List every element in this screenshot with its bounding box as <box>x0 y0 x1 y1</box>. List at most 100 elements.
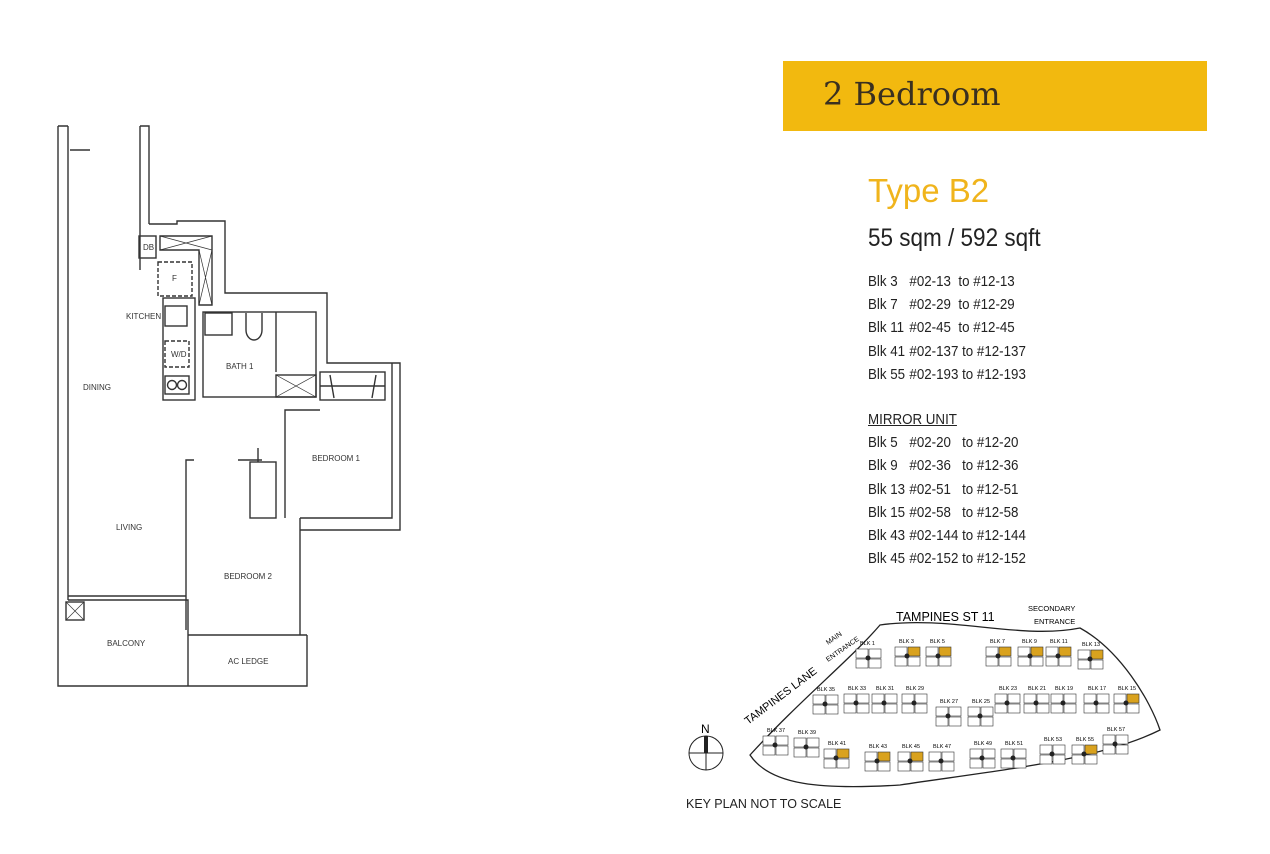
room-label-ac-ledge: AC LEDGE <box>228 657 268 666</box>
block-unit <box>825 694 839 705</box>
bedroom-type-banner: 2 Bedroom <box>783 61 1207 131</box>
blk: Blk 13 <box>868 481 906 498</box>
block-unit <box>969 748 983 759</box>
road-tampines-st-11: TAMPINES ST 11 <box>896 610 995 624</box>
block-label: BLK 35 <box>817 687 835 693</box>
block-label: BLK 27 <box>940 699 958 705</box>
key-plan-block: BLK 7 <box>985 639 1012 667</box>
key-plan-block: BLK 53 <box>1039 737 1066 765</box>
from: #02-58 <box>909 504 951 521</box>
to: to #12-36 <box>962 458 1019 475</box>
block-unit <box>894 656 908 667</box>
block-unit <box>914 693 928 704</box>
to: to #12-51 <box>962 481 1019 498</box>
room-label-wd: W/D <box>171 350 187 359</box>
key-plan-block: BLK 43 <box>864 744 891 772</box>
from: #02-51 <box>909 481 951 498</box>
block-unit <box>897 751 911 762</box>
block-unit <box>1084 744 1098 755</box>
block-unit <box>998 656 1012 667</box>
block-unit <box>1083 703 1097 714</box>
block-core <box>833 755 839 761</box>
block-unit <box>935 716 949 727</box>
block-unit <box>948 716 962 727</box>
block-unit <box>910 751 924 762</box>
block-core <box>904 653 910 659</box>
block-label: BLK 57 <box>1107 727 1125 733</box>
block-label: BLK 31 <box>876 686 894 692</box>
block-unit <box>901 693 915 704</box>
block-unit <box>884 693 898 704</box>
key-plan-block: BLK 3 <box>894 639 921 667</box>
to: to #12-152 <box>962 551 1026 568</box>
from: #02-13 <box>909 274 951 290</box>
block-unit <box>938 656 952 667</box>
block-unit <box>1050 703 1064 714</box>
block-unit <box>982 758 996 769</box>
block-unit <box>982 748 996 759</box>
key-plan-block: BLK 33 <box>843 686 870 714</box>
block-unit <box>1063 703 1077 714</box>
block-unit <box>894 646 908 657</box>
block-label: BLK 39 <box>798 730 816 736</box>
block-unit <box>1036 693 1050 704</box>
unit-row: Blk 7#02-29 to #12-29 <box>868 294 1026 317</box>
block-label: BLK 7 <box>990 639 1005 645</box>
block-unit <box>985 646 999 657</box>
from: #02-45 <box>909 320 951 337</box>
unit-row: Blk 11#02-45 to #12-45 <box>868 317 1026 340</box>
north-label: N <box>701 722 710 736</box>
to: to #12-193 <box>962 366 1026 383</box>
block-label: BLK 15 <box>1118 686 1136 692</box>
to: to #12-20 <box>962 435 1019 452</box>
block-core <box>938 758 944 764</box>
block-label: BLK 19 <box>1055 686 1073 692</box>
block-unit <box>762 735 776 746</box>
block-unit <box>1090 649 1104 660</box>
block-unit <box>994 693 1008 704</box>
unit-row: Blk 45#02-152 to #12-152 <box>868 548 1026 571</box>
key-plan-block: BLK 47 <box>928 744 955 772</box>
block-unit <box>1030 656 1044 667</box>
block-unit <box>967 706 981 717</box>
room-label-bedroom1: BEDROOM 1 <box>312 454 361 463</box>
block-label: BLK 5 <box>930 639 945 645</box>
block-core <box>1123 700 1129 706</box>
block-core <box>1060 700 1066 706</box>
block-core <box>853 700 859 706</box>
key-plan: TAMPINES ST 11 TAMPINES LANE MAIN ENTRAN… <box>688 604 1161 788</box>
block-core <box>874 758 880 764</box>
block-unit <box>1023 703 1037 714</box>
block-label: BLK 41 <box>828 741 846 747</box>
block-unit <box>1096 693 1110 704</box>
block-unit <box>1058 646 1072 657</box>
key-plan-block: BLK 39 <box>793 730 820 758</box>
unit-row: Blk 5#02-20 to #12-20 <box>868 432 1026 455</box>
key-plan-block: BLK 27 <box>935 699 962 727</box>
unit-type: Type B2 <box>868 172 990 209</box>
secondary-entrance-line2: ENTRANCE <box>1034 617 1075 626</box>
key-plan-block: BLK 31 <box>871 686 898 714</box>
block-unit <box>1030 646 1044 657</box>
blk: Blk 45 <box>868 551 906 568</box>
room-label-db: DB <box>143 243 154 252</box>
block-unit <box>914 703 928 714</box>
block-unit <box>925 646 939 657</box>
block-unit <box>1013 748 1027 759</box>
block-label: BLK 55 <box>1076 737 1094 743</box>
block-unit <box>907 646 921 657</box>
block-core <box>911 700 917 706</box>
block-unit <box>985 656 999 667</box>
block-core <box>1027 653 1033 659</box>
key-plan-block: BLK 45 <box>897 744 924 772</box>
block-unit <box>1102 734 1116 745</box>
main-entrance-line1: MAIN <box>825 631 843 647</box>
block-unit <box>1126 693 1140 704</box>
block-unit <box>1115 734 1129 745</box>
block-core <box>979 755 985 761</box>
block-unit <box>938 646 952 657</box>
unit-row: Blk 9#02-36 to #12-36 <box>868 455 1026 478</box>
room-label-living: LIVING <box>116 523 142 532</box>
block-unit <box>980 706 994 717</box>
block-unit <box>868 658 882 669</box>
